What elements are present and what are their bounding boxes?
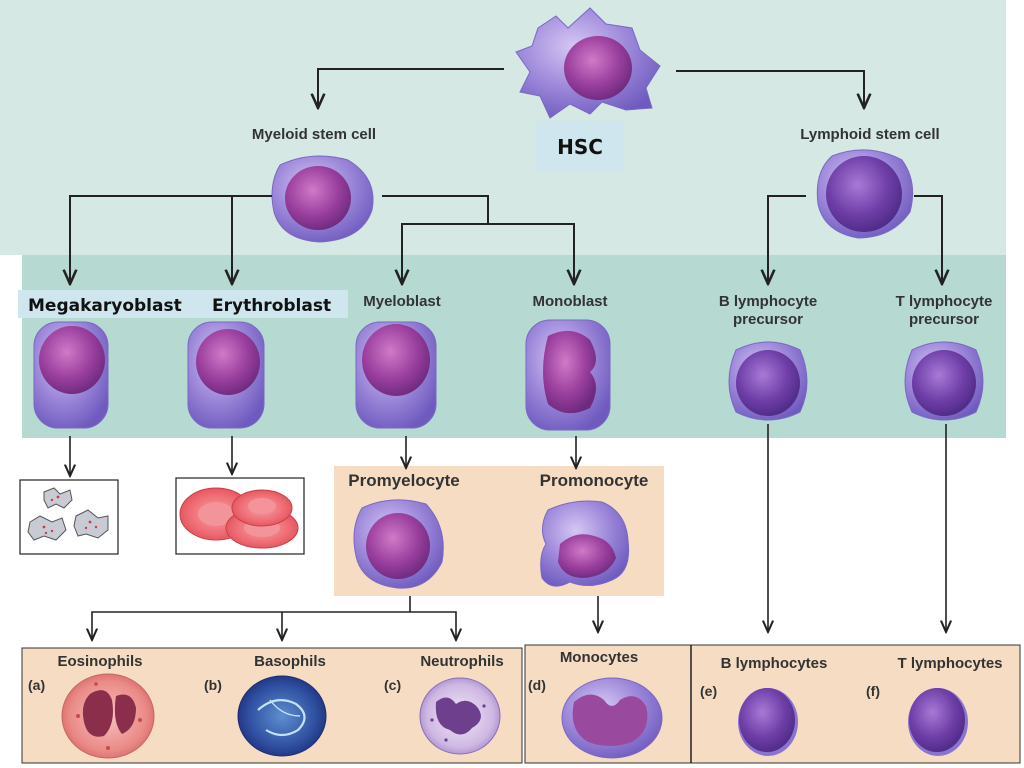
neutrophils-label: Neutrophils xyxy=(420,653,503,670)
t-lymphocyte-cell xyxy=(908,688,968,756)
promyelocyte-label: Promyelocyte xyxy=(348,471,460,490)
lymphoid-stem-cell xyxy=(816,149,914,239)
neutrophil-cell xyxy=(419,677,501,755)
monocytes-letter: (d) xyxy=(528,677,546,693)
b-lymphocytes-label: B lymphocytes xyxy=(721,655,828,672)
middle-band xyxy=(22,255,1006,438)
megakaryoblast-cell xyxy=(33,321,109,429)
t-precursor-label-line1: T lymphocyte xyxy=(896,293,993,310)
monoblast-cell xyxy=(525,319,611,431)
myeloblast-cell xyxy=(355,321,437,429)
arrow-to-megakaryoblast xyxy=(70,195,272,284)
megakaryoblast-label: Megakaryoblast xyxy=(28,296,182,316)
arrow-hsc-to-lymphoid xyxy=(676,70,864,108)
myeloid-stem-cell xyxy=(271,155,374,243)
monocytes-label: Monocytes xyxy=(560,649,638,666)
hsc-label-box xyxy=(536,121,624,171)
myeloid-label: Myeloid stem cell xyxy=(252,126,376,143)
erythroblast-label: Erythroblast xyxy=(212,296,331,316)
arrow-hsc-to-myeloid xyxy=(318,68,504,108)
promonocyte-label: Promonocyte xyxy=(540,471,649,490)
basophils-label: Basophils xyxy=(254,653,326,670)
hsc-label: HSC xyxy=(557,135,603,159)
t-lymphocytes-letter: (f) xyxy=(866,683,880,699)
basophil-cell xyxy=(237,675,327,757)
precursor-label-strip xyxy=(18,290,348,318)
t-precursor-cell xyxy=(904,341,984,421)
arrow-to-eos-neut xyxy=(92,611,456,640)
platelets-image xyxy=(27,487,109,541)
promonocyte-cell xyxy=(540,500,630,587)
hsc-cell xyxy=(515,7,661,119)
lymphoid-label: Lymphoid stem cell xyxy=(800,126,939,143)
erythroblast-cell xyxy=(187,321,265,429)
b-lymphocyte-cell xyxy=(738,688,798,756)
b-precursor-label-line2: precursor xyxy=(733,311,803,328)
b-precursor-label-line1: B lymphocyte xyxy=(719,293,817,310)
eosinophils-label: Eosinophils xyxy=(57,653,142,670)
myeloid-right-branch xyxy=(382,195,489,224)
eosinophils-letter: (a) xyxy=(28,677,45,693)
t-precursor-label-line2: precursor xyxy=(909,311,979,328)
eosinophil-cell xyxy=(61,673,155,759)
arrow-to-myeloblast-monoblast xyxy=(402,223,574,284)
t-lymphocytes-label: T lymphocytes xyxy=(897,655,1002,672)
myeloblast-label: Myeloblast xyxy=(363,293,441,310)
arrow-to-t-precursor xyxy=(914,195,942,284)
monocyte-cell xyxy=(561,677,663,759)
promyelocyte-cell xyxy=(353,499,444,589)
rbc-image xyxy=(179,487,299,549)
arrow-to-b-precursor xyxy=(768,195,806,284)
monoblast-label: Monoblast xyxy=(533,293,608,310)
b-lymphocytes-letter: (e) xyxy=(700,683,717,699)
neutrophils-letter: (c) xyxy=(384,677,401,693)
b-precursor-cell xyxy=(728,341,808,421)
basophils-letter: (b) xyxy=(204,677,222,693)
